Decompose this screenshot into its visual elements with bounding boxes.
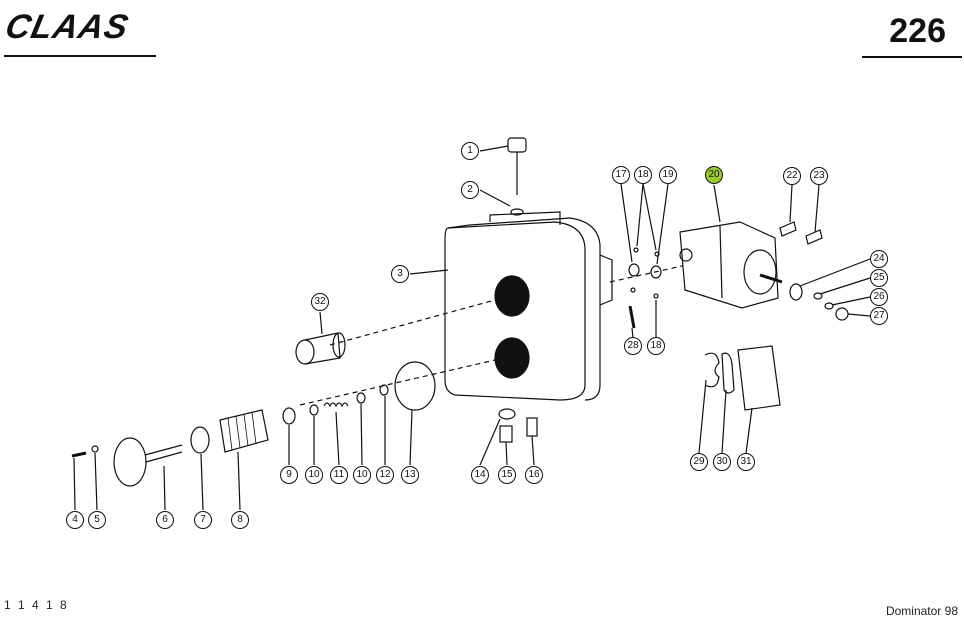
seal-ring bbox=[190, 426, 210, 454]
callout-6: 6 bbox=[156, 511, 174, 529]
callout-11: 11 bbox=[330, 466, 348, 484]
gasket-ring bbox=[394, 361, 436, 411]
callout-23: 23 bbox=[810, 167, 828, 185]
filter-cover bbox=[113, 437, 183, 487]
callout-12: 12 bbox=[376, 466, 394, 484]
pump-cover-plate bbox=[737, 345, 781, 411]
callout-10: 10 bbox=[353, 466, 371, 484]
callout-3: 3 bbox=[391, 265, 409, 283]
model-name: Dominator 98 bbox=[885, 604, 958, 618]
bolt bbox=[71, 451, 87, 458]
header-rule-left bbox=[4, 55, 156, 57]
callout-9: 9 bbox=[280, 466, 298, 484]
fitting bbox=[499, 425, 513, 443]
callout-15: 15 bbox=[498, 466, 516, 484]
callout-25: 25 bbox=[870, 269, 888, 287]
callout-30: 30 bbox=[713, 453, 731, 471]
sheet-number: 226 bbox=[889, 12, 946, 50]
callout-22: 22 bbox=[783, 167, 801, 185]
callout-4: 4 bbox=[66, 511, 84, 529]
callout-2: 2 bbox=[461, 181, 479, 199]
callout-28: 28 bbox=[624, 337, 642, 355]
washer bbox=[91, 445, 99, 453]
document-number: 1 1 4 1 8 bbox=[4, 598, 69, 612]
filler-cap bbox=[507, 137, 527, 216]
filter-element bbox=[219, 409, 269, 453]
callout-24: 24 bbox=[870, 250, 888, 268]
callout-31: 31 bbox=[737, 453, 755, 471]
callout-32: 32 bbox=[311, 293, 329, 311]
filter-sleeve bbox=[295, 332, 346, 365]
callout-10: 10 bbox=[305, 466, 323, 484]
callout-13: 13 bbox=[401, 466, 419, 484]
hydraulic-pump bbox=[679, 221, 783, 309]
callout-26: 26 bbox=[870, 288, 888, 306]
callout-18: 18 bbox=[647, 337, 665, 355]
header-rule-right bbox=[862, 56, 962, 58]
callout-19: 19 bbox=[659, 166, 677, 184]
callout-18: 18 bbox=[634, 166, 652, 184]
spring bbox=[323, 402, 349, 408]
callout-17: 17 bbox=[612, 166, 630, 184]
callout-8: 8 bbox=[231, 511, 249, 529]
callout-20: 20 bbox=[705, 166, 723, 184]
callout-29: 29 bbox=[690, 453, 708, 471]
callout-5: 5 bbox=[88, 511, 106, 529]
callout-1: 1 bbox=[461, 142, 479, 160]
callout-16: 16 bbox=[525, 466, 543, 484]
hydraulic-tank bbox=[444, 211, 613, 401]
callout-27: 27 bbox=[870, 307, 888, 325]
callout-7: 7 bbox=[194, 511, 212, 529]
callout-14: 14 bbox=[471, 466, 489, 484]
o-ring bbox=[282, 407, 296, 425]
